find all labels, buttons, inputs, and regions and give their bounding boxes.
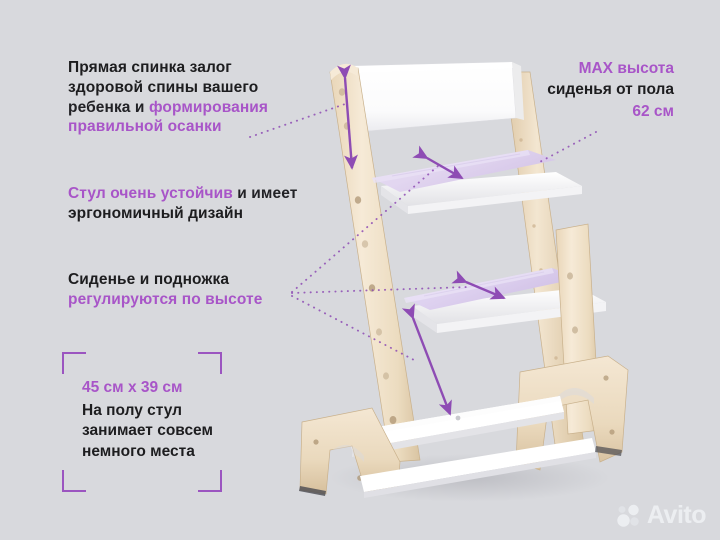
stability-line-1-accent: Стул очень устойчив bbox=[68, 185, 233, 202]
avito-dots-icon bbox=[617, 504, 639, 527]
bracket-top-left bbox=[62, 352, 86, 374]
seat-height-arrow bbox=[401, 303, 452, 416]
leader-line-maxheight bbox=[535, 131, 597, 165]
seat-depth-arrow bbox=[412, 145, 464, 180]
leader-line-adjust-post bbox=[291, 295, 415, 361]
backrest-line-3-accent: формирования bbox=[148, 98, 269, 116]
adjust-line-2: регулируются по высоте bbox=[68, 290, 263, 308]
max-height-line-2: сиденья от пола bbox=[547, 81, 674, 99]
backrest-line-3-plain: ребенка и bbox=[68, 98, 149, 116]
adjust-line-1: Сиденье и подножка bbox=[68, 271, 230, 288]
avito-logo: Avito bbox=[616, 501, 707, 530]
text-block-backrest: Прямая спинка залог здоровой спины вашег… bbox=[68, 58, 303, 137]
stability-line-1: Стул очень устойчив и имеет bbox=[68, 184, 303, 204]
text-block-footprint: 45 см x 39 см На полу стул занимает совс… bbox=[62, 352, 222, 492]
backrest-line-3: ребенка и формирования bbox=[68, 98, 303, 118]
stability-line-2: эргономичный дизайн bbox=[68, 204, 244, 222]
footprint-line-1: На полу стул bbox=[82, 401, 182, 419]
leader-line-backrest bbox=[249, 102, 349, 138]
footprint-line-3: немного места bbox=[82, 442, 195, 460]
bracket-top-right bbox=[198, 352, 222, 374]
stability-line-1-plain: и имеет bbox=[232, 185, 298, 202]
footprint-line-2: занимает совсем bbox=[82, 422, 213, 440]
text-block-adjustable: Сиденье и подножка регулируются по высот… bbox=[68, 270, 303, 310]
max-height-line-3: 62 см bbox=[632, 102, 674, 120]
footrest-depth-arrow bbox=[451, 270, 506, 300]
backrest-line-4: правильной осанки bbox=[68, 118, 222, 136]
backrest-line-1: Прямая спинка залог bbox=[68, 59, 232, 76]
bracket-bottom-left bbox=[62, 470, 86, 492]
backrest-line-2: здоровой спины вашего bbox=[68, 78, 259, 96]
text-block-stability: Стул очень устойчив и имеет эргономичный… bbox=[68, 184, 303, 224]
footprint-dimensions: 45 см x 39 см bbox=[82, 379, 183, 396]
max-height-line-1: MAX высота bbox=[578, 60, 674, 77]
backrest-height-arrow bbox=[337, 64, 358, 170]
bracket-bottom-right bbox=[198, 470, 222, 492]
avito-wordmark: Avito bbox=[646, 501, 707, 529]
text-block-max-height: MAX высота сиденья от пола 62 см bbox=[464, 58, 674, 122]
leader-line-adjust-upper bbox=[291, 165, 439, 293]
